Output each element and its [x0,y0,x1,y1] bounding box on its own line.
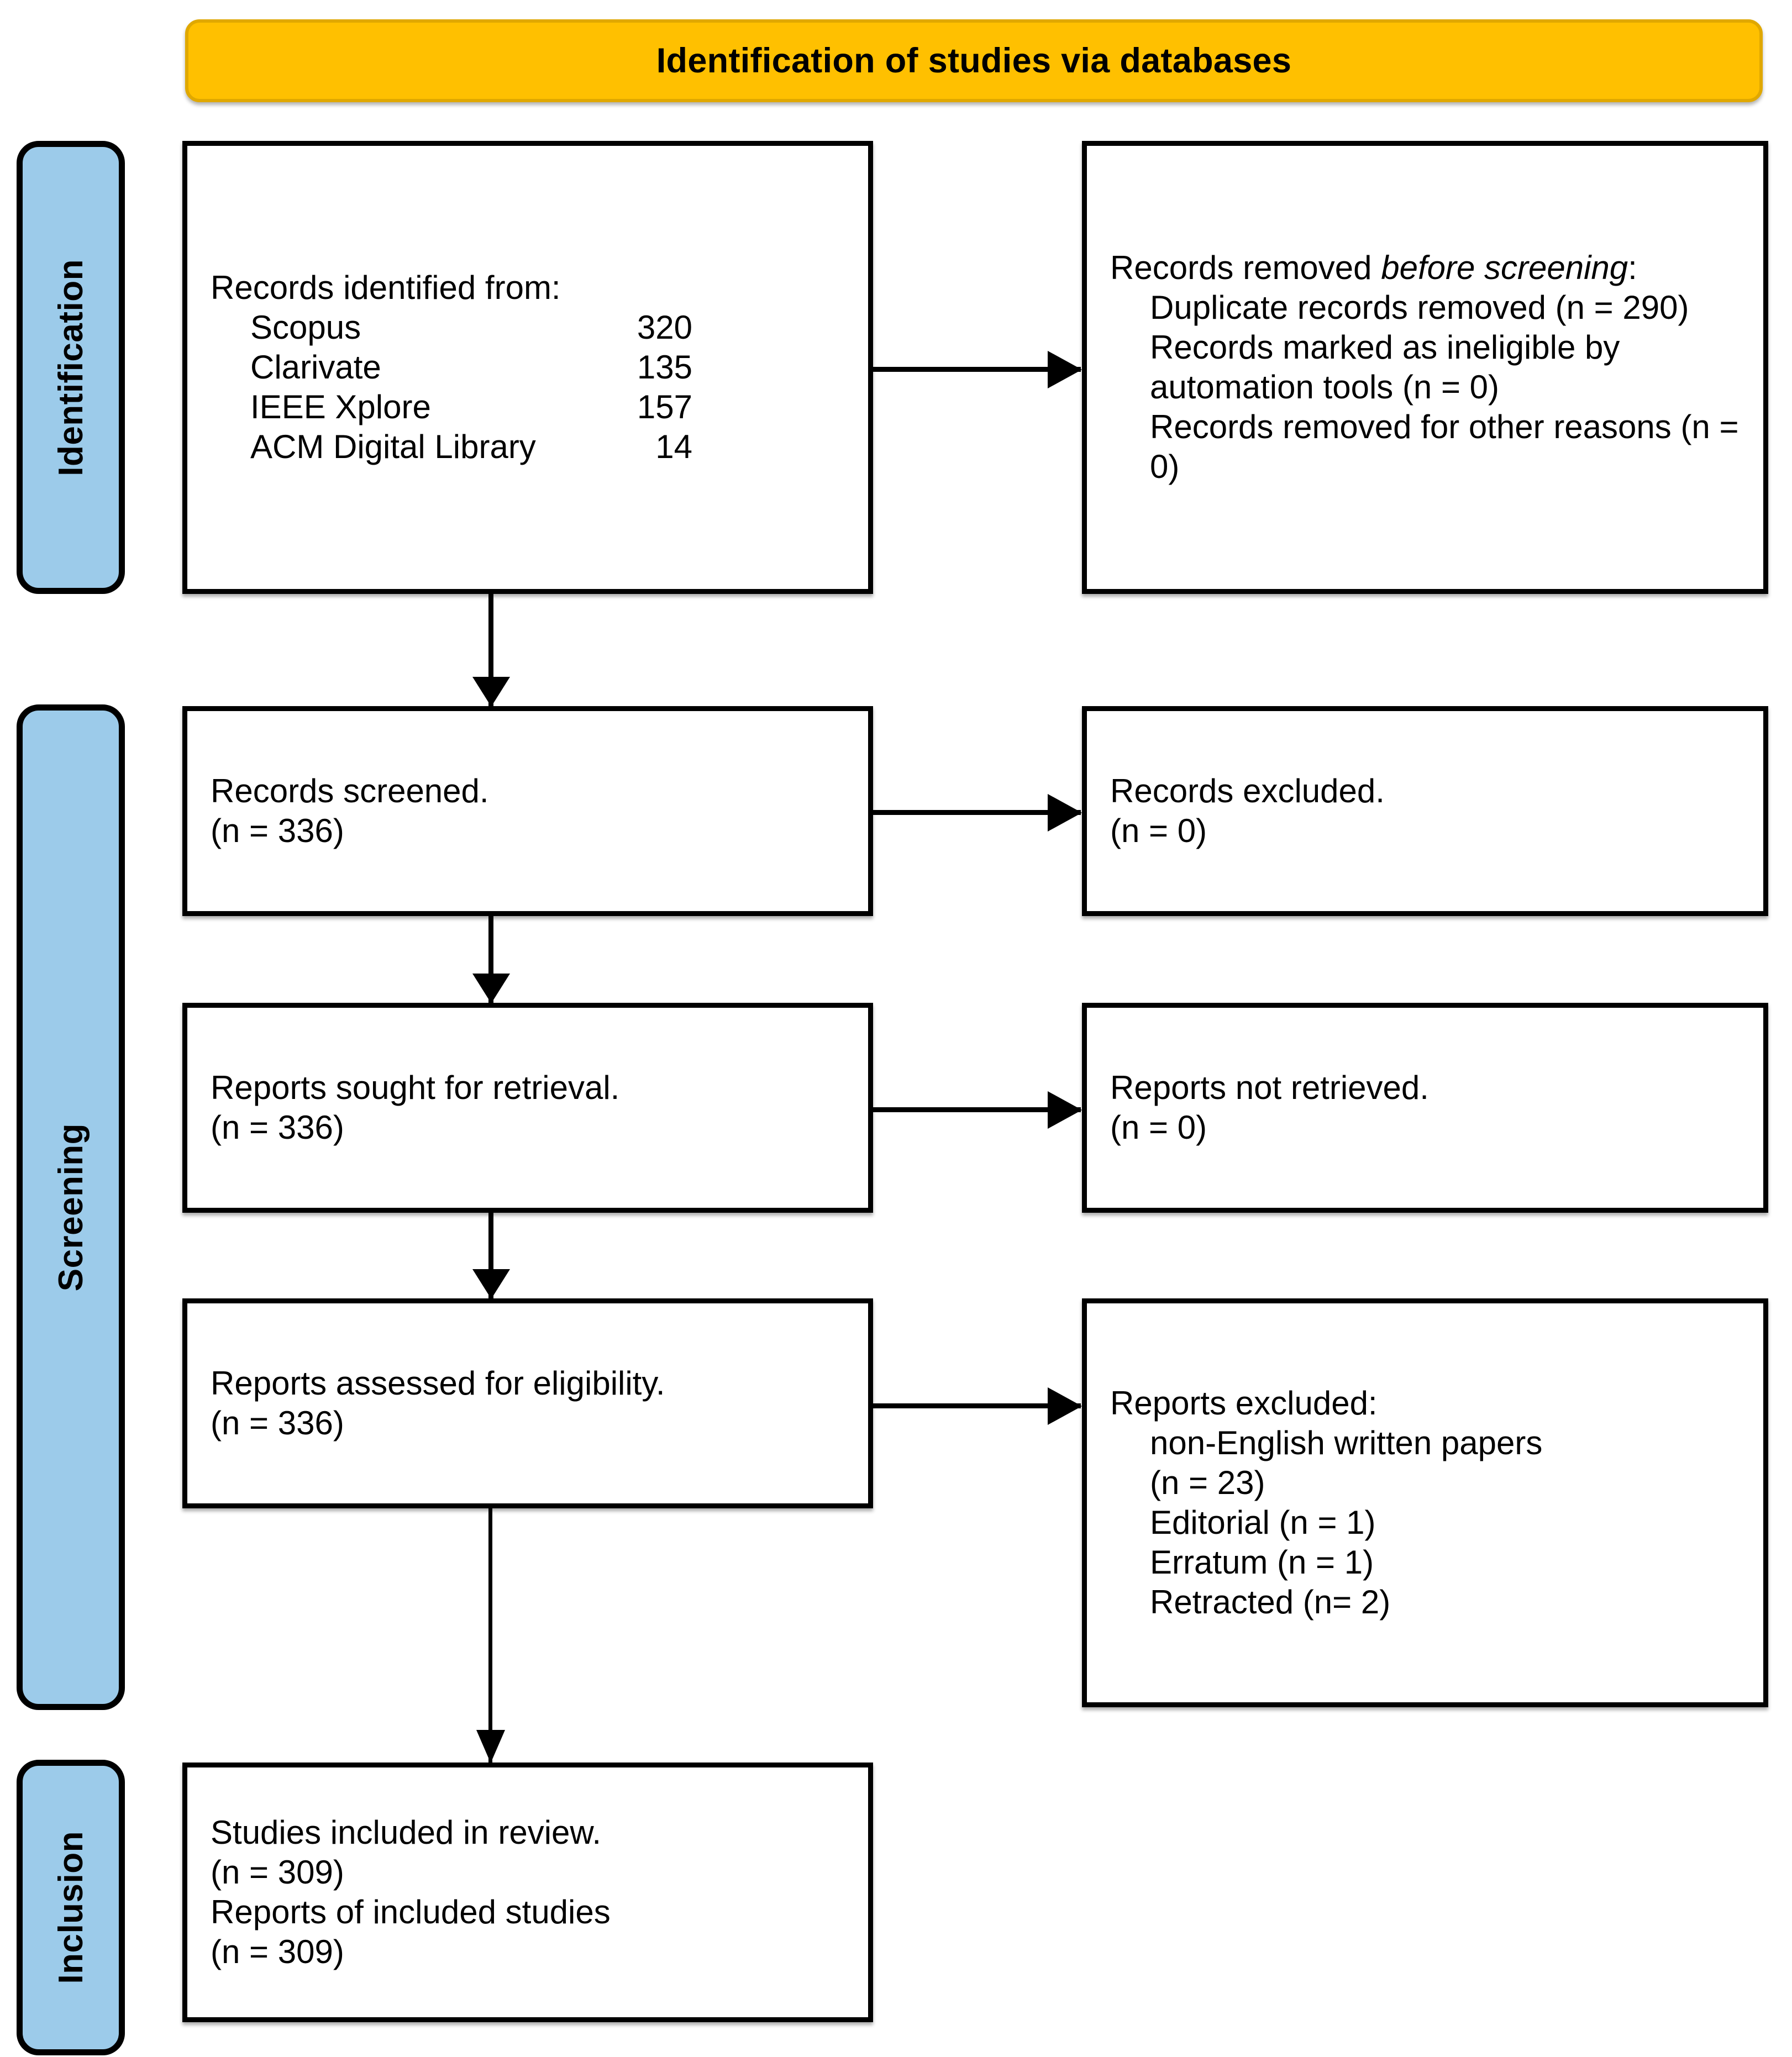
source-name: IEEE Xplore [250,388,431,425]
records-removed-item-automation: Records marked as ineligible by automati… [1150,329,1620,406]
box-reports-assessed-for-eligibility: Reports assessed for eligibility. (n = 3… [182,1298,873,1508]
arrow-sought-to-eligibility [488,1213,493,1298]
reports-excluded-heading: Reports excluded: [1110,1385,1378,1422]
reports-of-included-studies-label: Reports of included studies [211,1893,611,1930]
phase-label-screening-text: Screening [51,1123,90,1292]
reports-sought-count: (n = 336) [211,1109,344,1146]
arrow-identified-to-removed [872,367,1081,372]
page-title: Identification of studies via databases [656,41,1292,80]
reports-sought-label: Reports sought for retrieval. [211,1069,620,1106]
source-name: ACM Digital Library [250,428,536,465]
source-count: 135 [637,349,692,386]
source-name: Clarivate [250,349,381,386]
box-records-screened: Records screened. (n = 336) [182,706,873,916]
arrow-eligibility-to-included [488,1508,492,1763]
box-reports-excluded: Reports excluded: non-English written pa… [1082,1298,1768,1707]
reports-not-retrieved-count: (n = 0) [1110,1109,1207,1146]
studies-included-label: Studies included in review. [211,1814,602,1851]
reports-excluded-item-non-english-count: (n = 23) [1150,1464,1265,1501]
arrow-sought-to-not-retrieved [872,1107,1081,1112]
records-identified-heading: Records identified from: [211,269,561,306]
source-row-clarivate: Clarivate 135 [211,348,845,387]
source-count: 14 [655,428,692,465]
arrow-screened-to-records-excluded [872,810,1081,815]
phase-label-screening: Screening [17,704,125,1710]
box-records-excluded: Records excluded. (n = 0) [1082,706,1768,916]
phase-label-inclusion-text: Inclusion [51,1831,90,1984]
records-removed-item-duplicates: Duplicate records removed (n = 290) [1150,289,1689,326]
diagram-title-banner: Identification of studies via databases [185,19,1763,102]
arrow-identified-to-screened [488,594,493,706]
phase-label-inclusion: Inclusion [17,1760,125,2055]
source-row-acm-digital-library: ACM Digital Library 14 [211,427,845,467]
source-row-ieee-xplore: IEEE Xplore 157 [211,387,845,427]
box-records-removed-before-screening: Records removed before screening: Duplic… [1082,141,1768,594]
records-removed-item-other: Records removed for other reasons (n = 0… [1150,408,1739,485]
box-records-identified: Records identified from: Scopus 320 Clar… [182,141,873,594]
reports-excluded-item-editorial: Editorial (n = 1) [1150,1504,1376,1541]
records-removed-heading: Records removed before screening: [1110,248,1740,288]
source-count: 157 [637,388,692,425]
records-excluded-count: (n = 0) [1110,812,1207,849]
reports-assessed-count: (n = 336) [211,1404,344,1442]
arrow-eligibility-to-reports-excluded [872,1403,1081,1408]
source-row-scopus: Scopus 320 [211,308,845,348]
phase-label-identification: Identification [17,141,125,594]
reports-assessed-label: Reports assessed for eligibility. [211,1365,665,1402]
records-removed-heading-pre: Records removed [1110,249,1381,286]
records-removed-heading-post: : [1628,249,1637,286]
reports-of-included-studies-count: (n = 309) [211,1933,344,1970]
phase-label-identification-text: Identification [51,259,90,476]
arrow-screened-to-sought [488,916,493,1003]
reports-not-retrieved-label: Reports not retrieved. [1110,1069,1429,1106]
reports-excluded-item-retracted: Retracted (n= 2) [1150,1583,1391,1621]
reports-excluded-item-non-english: non-English written papers [1150,1424,1543,1461]
records-screened-label: Records screened. [211,772,489,809]
source-count: 320 [637,309,692,346]
box-reports-sought-for-retrieval: Reports sought for retrieval. (n = 336) [182,1003,873,1213]
studies-included-count: (n = 309) [211,1854,344,1891]
source-name: Scopus [250,309,361,346]
records-screened-count: (n = 336) [211,812,344,849]
records-removed-heading-italic: before screening [1381,249,1628,286]
records-excluded-label: Records excluded. [1110,772,1385,809]
reports-excluded-item-erratum: Erratum (n = 1) [1150,1544,1374,1581]
box-studies-included-in-review: Studies included in review. (n = 309) Re… [182,1763,873,2022]
box-reports-not-retrieved: Reports not retrieved. (n = 0) [1082,1003,1768,1213]
